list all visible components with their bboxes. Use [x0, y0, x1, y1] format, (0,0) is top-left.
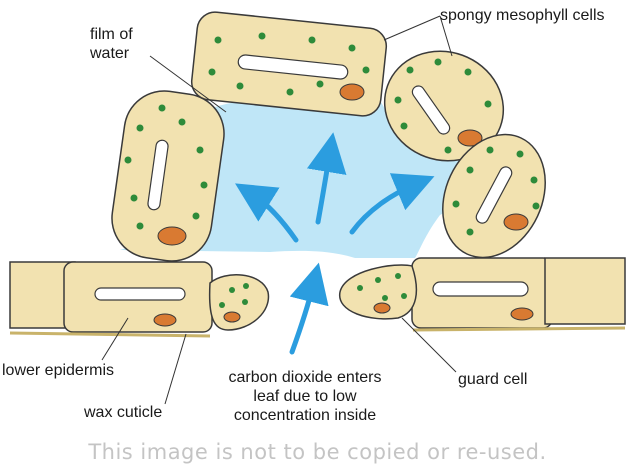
label-film-of-water-line1: film of: [90, 26, 133, 43]
label-co2-line3: concentration inside: [233, 407, 377, 424]
label-co2-caption: carbon dioxide enters leaf due to low co…: [205, 368, 405, 425]
label-co2-line2: leaf due to low: [253, 388, 357, 405]
lower-epidermis-left: [9, 261, 213, 333]
mesophyll-cell-upper-right: [383, 50, 505, 162]
label-film-of-water: film of water: [90, 25, 133, 63]
lower-epidermis-right: [411, 257, 626, 329]
label-co2-line1: carbon dioxide enters: [228, 369, 382, 386]
watermark-text: This image is not to be copied or re-use…: [88, 440, 547, 464]
label-wax-cuticle: wax cuticle: [84, 404, 163, 421]
co2-arrow-main: [289, 262, 329, 355]
mesophyll-cell-lower-right: [442, 133, 546, 259]
leader-lines: [101, 15, 457, 405]
co2-arrow-up: [306, 132, 347, 225]
label-lower-epidermis: lower epidermis: [2, 362, 115, 379]
co2-arrow-left: [235, 183, 299, 243]
label-guard-cell: guard cell: [458, 371, 528, 388]
label-film-of-water-line2: water: [90, 45, 130, 62]
co2-arrow-right: [349, 173, 435, 235]
guard-cell-right: [339, 264, 418, 320]
guard-cell-left: [208, 274, 270, 331]
label-spongy-mesophyll: spongy mesophyll cells: [440, 7, 605, 24]
water-film: [120, 95, 465, 259]
wax-cuticle-line: [9, 326, 626, 338]
co2-arrows: [235, 132, 435, 355]
mesophyll-cell-left: [111, 90, 225, 262]
mesophyll-cell-top: [190, 11, 388, 117]
